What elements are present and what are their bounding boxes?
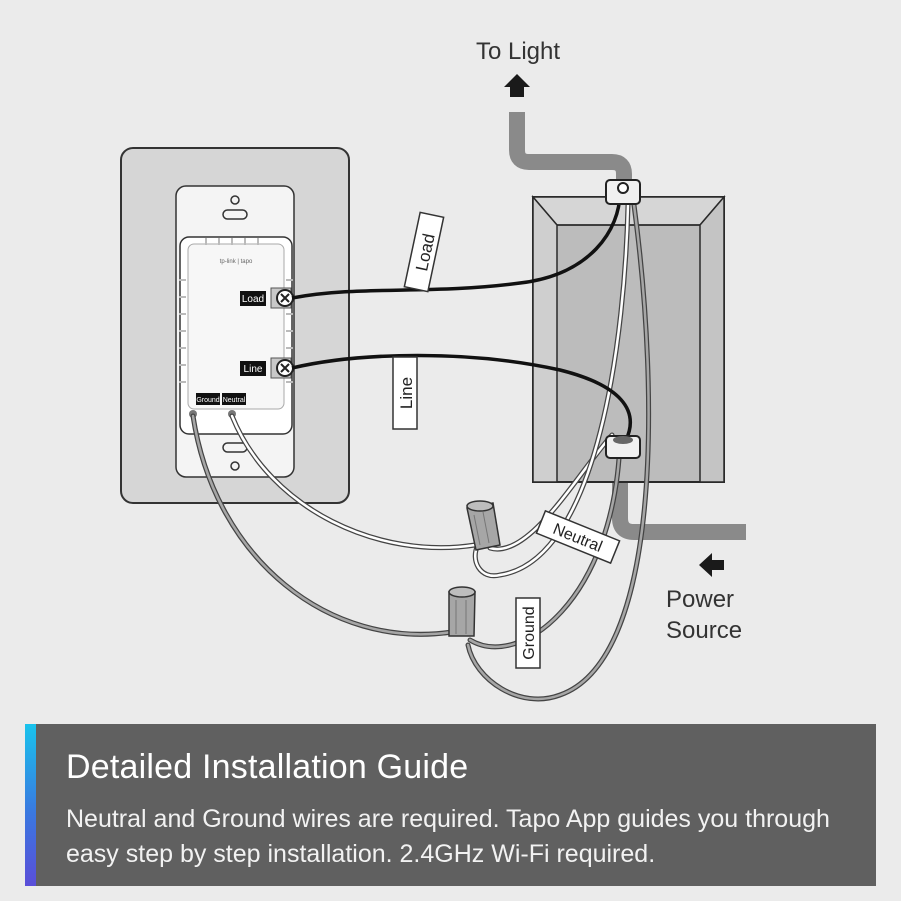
installation-guide-banner: Detailed Installation Guide Neutral and …	[25, 724, 876, 886]
bottom-cable-clamp	[605, 435, 641, 459]
line-terminal-label: Line	[244, 364, 263, 375]
to-light-label: To Light	[476, 38, 560, 65]
brand-logo: tp-link | tapo	[220, 259, 253, 265]
top-cable-clamp	[605, 179, 641, 205]
smart-switch: tp-link | tapo Load Line Ground Neutral	[179, 236, 294, 435]
ground-tag-label: Ground	[521, 606, 538, 659]
neutral-terminal-label: Neutral	[223, 397, 246, 404]
conduit-to-light	[509, 112, 632, 196]
arrow-left-icon	[699, 553, 724, 577]
ground-terminal-label: Ground	[196, 397, 219, 404]
load-wire	[291, 191, 622, 300]
line-wire	[291, 353, 632, 441]
power-source-label-line2: Source	[666, 617, 742, 644]
load-wire-tag: Load	[403, 211, 445, 293]
line-wire-tag: Line	[392, 356, 418, 430]
ground-wire-tag: Ground	[515, 597, 541, 669]
load-terminal-label: Load	[242, 294, 264, 305]
wire-nut-ground	[448, 586, 476, 637]
junction-box	[531, 194, 726, 483]
wire-nut-neutral	[466, 500, 501, 551]
conduit-power-source	[612, 470, 746, 540]
line-tag-label: Line	[397, 377, 416, 409]
power-source-label-line1: Power	[666, 586, 734, 613]
accent-bar	[25, 724, 36, 886]
arrow-up-icon	[504, 74, 530, 97]
guide-body: Neutral and Ground wires are required. T…	[66, 805, 830, 868]
guide-title: Detailed Installation Guide	[66, 748, 469, 786]
